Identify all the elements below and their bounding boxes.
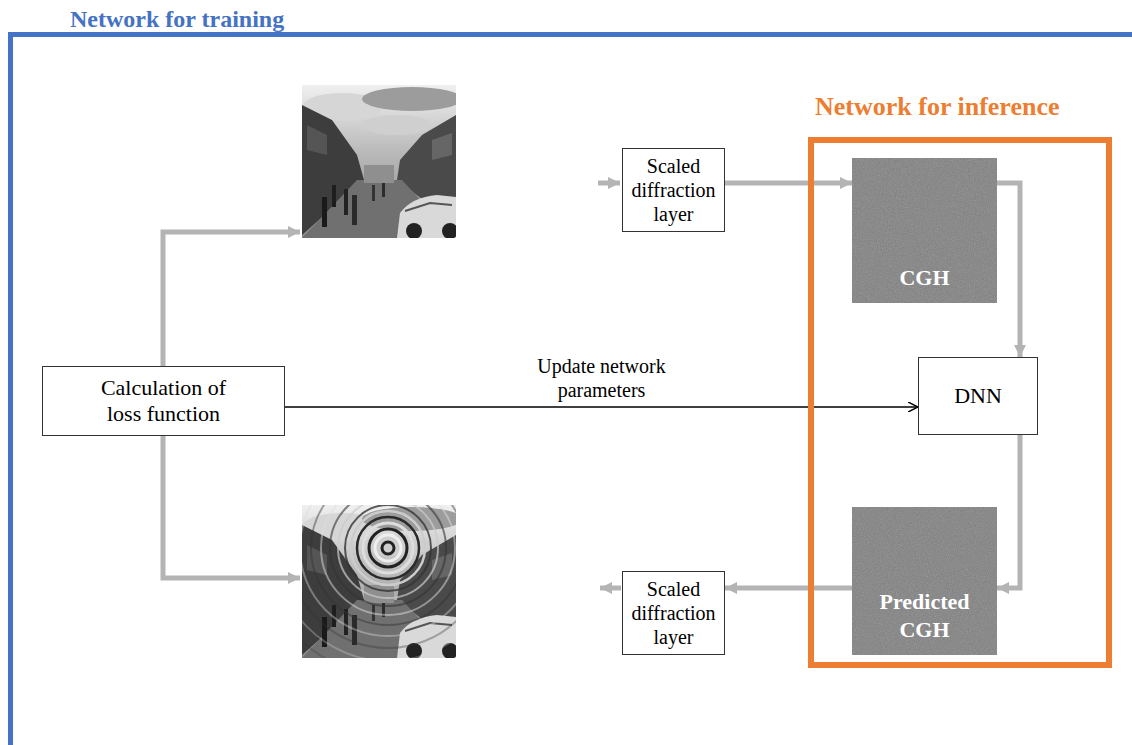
flow-arrow (725, 181, 852, 186)
training-frame: Network for trainingNetwork for inferenc… (8, 32, 1132, 745)
image-label: Predicted CGH (870, 588, 980, 645)
image-label: CGH (870, 264, 980, 293)
process-box: Scaled diffraction layer (622, 148, 725, 232)
flow-arrow (725, 586, 852, 591)
inference-frame: Network for inferenceCGHDNNPredicted CGH (808, 137, 1112, 668)
flow-arrow (997, 435, 1020, 588)
flow-arrow (997, 183, 1020, 357)
box-label: DNN (954, 383, 1002, 409)
process-box: DNN (918, 357, 1038, 435)
flow-arrow (600, 586, 621, 591)
frame-heading: Network for inference (815, 92, 1060, 122)
street-photo (302, 85, 462, 239)
hologram-image: Predicted CGH (852, 507, 997, 655)
process-box: Calculation of loss function (42, 366, 285, 436)
process-box: Scaled diffraction layer (622, 571, 725, 655)
update-arrow (285, 406, 918, 408)
box-label: Calculation of loss function (89, 375, 239, 428)
box-label: Scaled diffraction layer (627, 577, 720, 649)
edge-label: Update network parameters (527, 354, 677, 402)
frame-heading: Network for training (70, 6, 284, 33)
box-label: Scaled diffraction layer (627, 154, 720, 226)
hologram-image: CGH (852, 158, 997, 303)
reconstructed-photo (261, 421, 515, 675)
flow-arrow (598, 181, 620, 186)
flow-arrow (163, 436, 300, 578)
flow-arrow (163, 232, 300, 366)
